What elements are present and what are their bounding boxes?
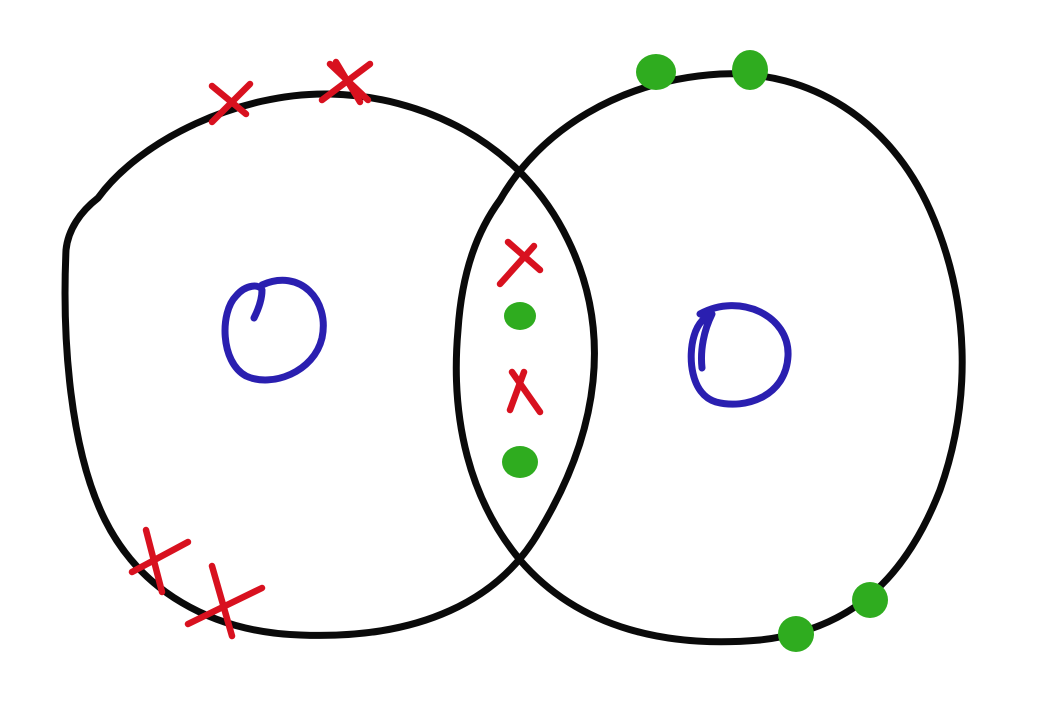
dot-mark	[778, 616, 814, 652]
cross-mark	[318, 58, 374, 106]
left-center-ring	[221, 276, 327, 384]
dot-mark	[636, 54, 676, 90]
cross-mark	[128, 526, 192, 596]
dot-mark	[852, 582, 888, 618]
cross-mark	[208, 80, 254, 126]
left-set-outline	[61, 90, 598, 639]
cross-mark	[496, 238, 544, 288]
right-set-outline	[452, 70, 966, 646]
cross-mark	[184, 562, 266, 640]
right-center-ring	[687, 302, 792, 408]
dot-mark	[502, 446, 538, 478]
cross-mark	[506, 368, 544, 416]
dot-mark	[504, 302, 536, 330]
dot-mark	[732, 50, 768, 90]
